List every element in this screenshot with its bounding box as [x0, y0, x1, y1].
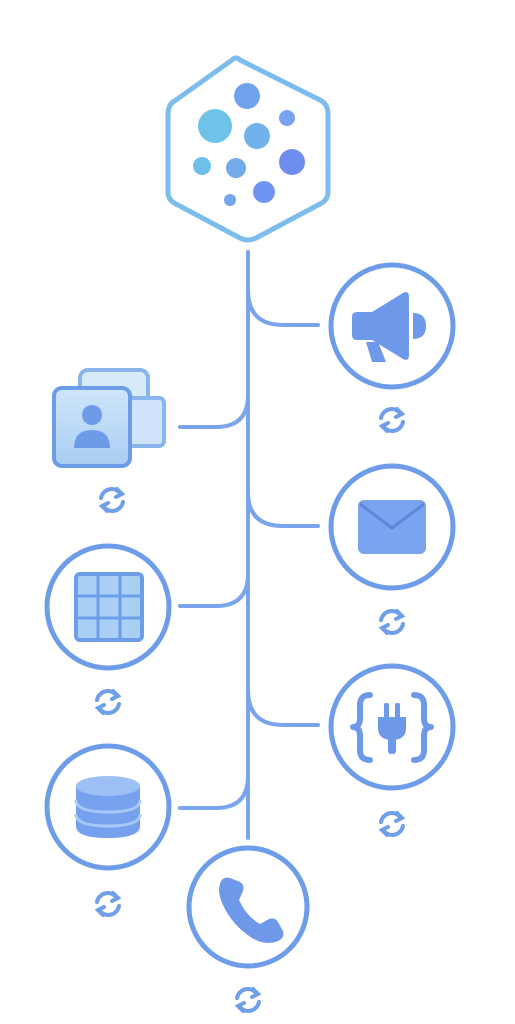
node-contacts[interactable]	[52, 368, 166, 468]
sync-icon	[378, 811, 406, 837]
hub-node	[165, 55, 331, 243]
hub-hexagon	[165, 55, 331, 243]
connector-lines	[178, 250, 320, 840]
node-phone[interactable]	[186, 845, 310, 969]
node-marketing[interactable]	[328, 262, 456, 390]
sync-icon	[94, 689, 122, 715]
contact-cards-icon	[52, 386, 132, 468]
branch-contacts	[178, 393, 250, 429]
node-email[interactable]	[328, 463, 456, 591]
sync-icon	[98, 487, 126, 513]
node-database[interactable]	[44, 743, 172, 871]
branch-email	[246, 490, 320, 528]
branch-spreadsheet	[178, 572, 250, 608]
node-ring	[186, 845, 310, 969]
api-plug-icon	[350, 692, 434, 763]
sync-icon	[378, 407, 406, 433]
grid-table-icon	[74, 572, 144, 642]
sync-icon	[378, 609, 406, 635]
sync-icon	[94, 891, 122, 917]
branch-api	[246, 688, 320, 727]
node-api[interactable]	[328, 663, 456, 791]
sync-icon	[234, 987, 262, 1013]
megaphone-icon	[352, 292, 426, 362]
node-spreadsheet[interactable]	[44, 543, 172, 671]
branch-database	[178, 774, 250, 810]
envelope-icon	[358, 500, 426, 554]
phone-icon	[219, 877, 284, 943]
branch-marketing	[246, 288, 320, 327]
data-cluster-hexagon-icon	[193, 83, 305, 206]
database-icon	[74, 776, 142, 838]
